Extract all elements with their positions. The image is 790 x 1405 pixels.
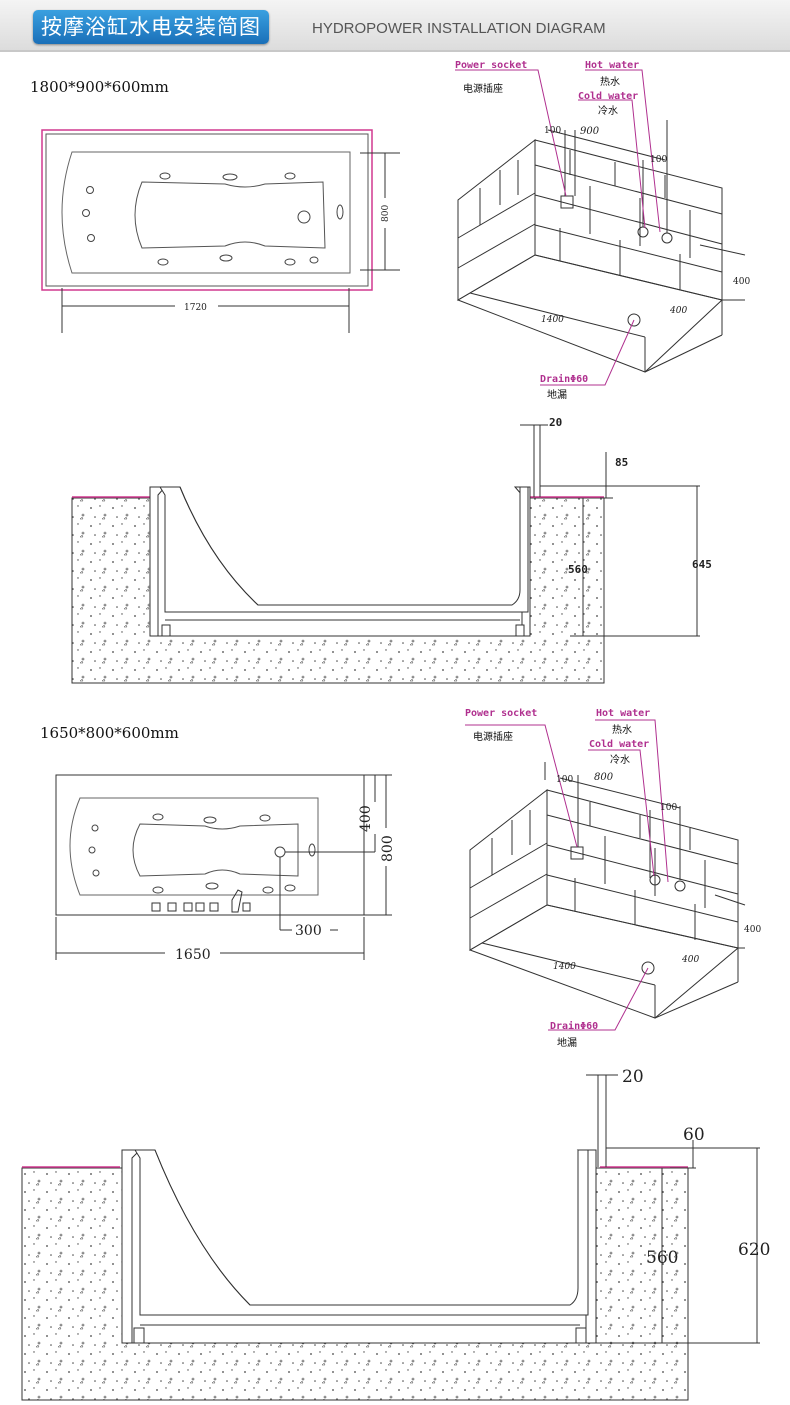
iso-view-2 <box>468 762 746 1019</box>
iso2-d100a: 100 <box>556 775 573 785</box>
title-en: HYDROPOWER INSTALLATION DIAGRAM <box>312 20 606 37</box>
sec2-d620: 620 <box>738 1240 770 1260</box>
header-bar: 按摩浴缸水电安装简图 HYDROPOWER INSTALLATION DIAGR… <box>0 0 790 52</box>
iso1-drain-cn: 地漏 <box>547 388 567 401</box>
sec2-d60: 60 <box>683 1125 705 1145</box>
iso1-hot-water: Hot water <box>585 60 639 71</box>
iso1-d100a: 100 <box>544 126 561 136</box>
jet-icon <box>88 813 316 894</box>
iso1-cold-water-cn: 冷水 <box>598 104 618 117</box>
title-cn: 按摩浴缸水电安装简图 <box>33 10 269 44</box>
iso1-power-socket-cn: 电源插座 <box>463 82 503 95</box>
iso2-cold-water-cn: 冷水 <box>610 753 630 766</box>
plan-view-1 <box>41 129 400 333</box>
plan2-d400: 400 <box>358 805 374 832</box>
iso1-hot-water-cn: 热水 <box>600 75 620 88</box>
iso1-drain: DrainΦ60 <box>540 373 588 385</box>
plan2-d300: 300 <box>295 923 322 939</box>
iso-view-1 <box>456 120 746 373</box>
iso2-d800: 800 <box>594 772 614 783</box>
iso1-d400a: 400 <box>733 277 750 287</box>
iso2-cold-water: Cold water <box>589 739 649 750</box>
iso2-d1400: 1400 <box>553 962 576 972</box>
iso1-d100b: 100 <box>650 155 667 165</box>
cross-section-1 <box>71 424 700 684</box>
iso2-leaders <box>465 719 669 1031</box>
iso2-d400a: 400 <box>744 925 761 935</box>
iso2-drain-cn: 地漏 <box>557 1036 577 1049</box>
iso2-drain: DrainΦ60 <box>550 1020 598 1032</box>
plan1-width: 1720 <box>184 303 207 313</box>
size-label-2: 1650*800*600mm <box>40 724 179 742</box>
plan2-width: 1650 <box>175 947 211 963</box>
cross-section-2 <box>21 1074 760 1401</box>
iso2-power-socket: Power socket <box>465 708 537 719</box>
iso2-power-socket-cn: 电源插座 <box>473 730 513 743</box>
sec1-d560: 560 <box>568 563 588 576</box>
iso1-d900: 900 <box>580 126 600 137</box>
sec1-d85: 85 <box>615 456 628 469</box>
sec2-d560: 560 <box>646 1248 678 1268</box>
iso2-hot-water-cn: 热水 <box>612 723 632 736</box>
size-label-1: 1800*900*600mm <box>30 78 169 96</box>
iso1-cold-water: Cold water <box>578 91 638 102</box>
plan2-height: 800 <box>380 835 396 862</box>
plan1-height: 800 <box>381 205 391 222</box>
iso1-d1400: 1400 <box>541 315 564 325</box>
sec1-d20: 20 <box>549 416 562 429</box>
sec2-d20: 20 <box>622 1067 644 1087</box>
jet-icon <box>82 172 344 266</box>
iso1-power-socket: Power socket <box>455 60 527 71</box>
plan-view-2 <box>55 774 392 960</box>
iso1-leaders <box>455 69 661 386</box>
iso1-d400b: 400 <box>669 306 687 316</box>
sec1-d645: 645 <box>692 558 712 571</box>
iso2-d400b: 400 <box>681 955 699 965</box>
iso2-hot-water: Hot water <box>596 708 650 719</box>
iso2-d100b: 100 <box>660 803 677 813</box>
